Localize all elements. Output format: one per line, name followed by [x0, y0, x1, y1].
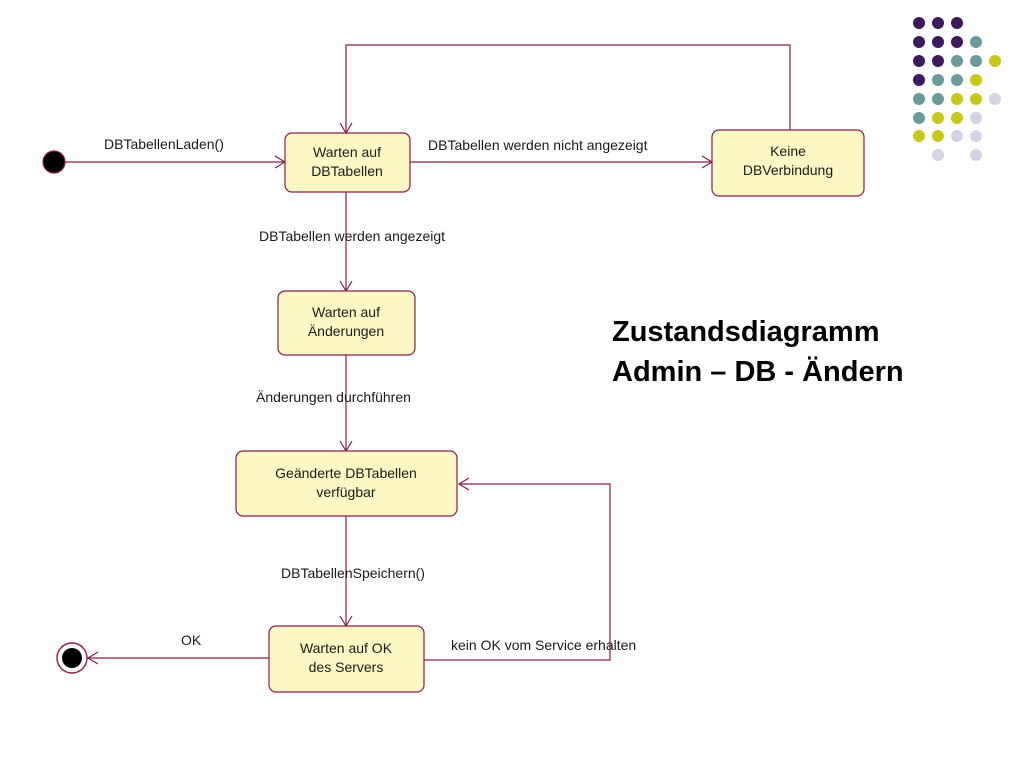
dot [913, 74, 925, 86]
transition-label-speichern: DBTabellenSpeichern() [281, 565, 425, 581]
dot [970, 130, 982, 142]
dot [970, 74, 982, 86]
dot [932, 55, 944, 67]
state-label: Warten auf [313, 144, 381, 160]
decorative-dot-grid [913, 17, 1001, 161]
transition-label-angezeigt: DBTabellen werden angezeigt [259, 228, 445, 244]
transition-label-nicht-angezeigt: DBTabellen werden nicht angezeigt [428, 137, 648, 153]
dot [932, 112, 944, 124]
dot [970, 112, 982, 124]
dot [913, 93, 925, 105]
transitions [65, 44, 791, 665]
dot [913, 17, 925, 29]
dot [913, 36, 925, 48]
dot [970, 36, 982, 48]
title-line-2: Admin – DB - Ändern [612, 356, 904, 388]
dot [932, 149, 944, 161]
dot [970, 55, 982, 67]
final-node [56, 642, 88, 674]
dot [932, 17, 944, 29]
state-warten-aenderungen: Warten auf Änderungen [277, 290, 416, 356]
state-label: DBVerbindung [743, 162, 833, 178]
edge-retry [345, 44, 791, 133]
dot [951, 36, 963, 48]
state-label: Änderungen [308, 323, 384, 339]
dot [989, 93, 1001, 105]
dot [932, 93, 944, 105]
state-label: Keine [770, 143, 806, 159]
title-line-1: Zustandsdiagramm [612, 316, 880, 348]
state-label: Warten auf OK [300, 640, 393, 656]
state-keine-dbverbindung: Keine DBVerbindung [711, 129, 865, 197]
state-label: des Servers [309, 659, 384, 675]
dot [951, 93, 963, 105]
state-label: verfügbar [316, 484, 375, 500]
transition-label-laden: DBTabellenLaden() [104, 136, 224, 152]
state-label: DBTabellen [311, 163, 383, 179]
dot [951, 112, 963, 124]
dot [970, 93, 982, 105]
dot [951, 55, 963, 67]
state-warten-ok: Warten auf OK des Servers [268, 625, 425, 693]
dot [989, 55, 1001, 67]
state-geaenderte-dbtabellen: Geänderte DBTabellen verfügbar [235, 450, 458, 517]
state-label: Warten auf [312, 304, 380, 320]
transition-label-ok: OK [181, 632, 202, 648]
dot [951, 74, 963, 86]
transition-label-durchfuehren: Änderungen durchführen [256, 389, 411, 405]
transition-label-kein-ok: kein OK vom Service erhalten [451, 637, 636, 653]
dot [913, 112, 925, 124]
dot [951, 17, 963, 29]
state-label: Geänderte DBTabellen [275, 465, 417, 481]
dot [970, 149, 982, 161]
dot [932, 74, 944, 86]
initial-node [42, 150, 66, 174]
dot [932, 130, 944, 142]
dot [932, 36, 944, 48]
dot [951, 130, 963, 142]
dot [913, 130, 925, 142]
edge-kein-ok [424, 483, 611, 661]
dot [913, 55, 925, 67]
diagram-title: Zustandsdiagramm Admin – DB - Ändern [612, 312, 904, 392]
state-warten-dbtabellen: Warten auf DBTabellen [284, 132, 411, 193]
